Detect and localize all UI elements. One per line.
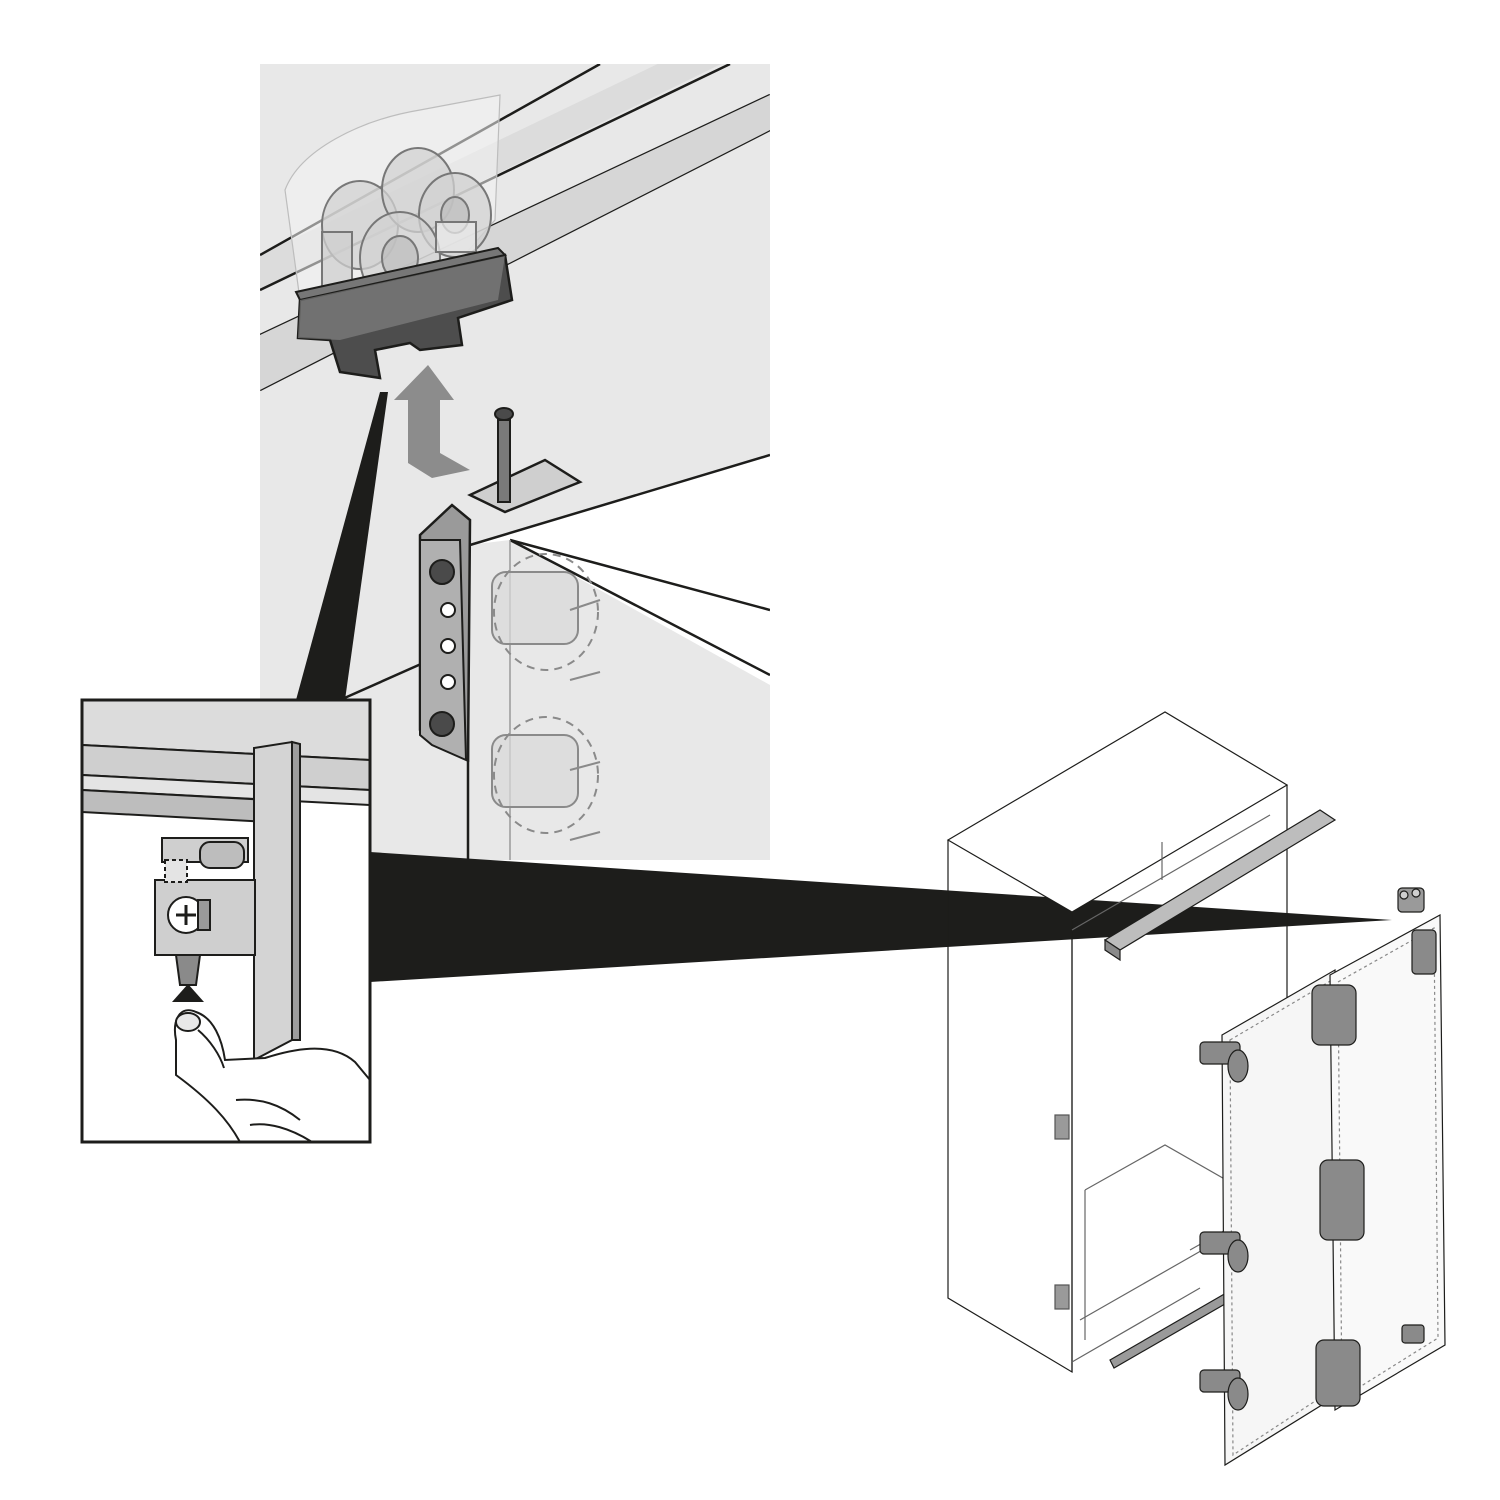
inset-pointer	[296, 392, 388, 700]
lift-arrow-icon	[394, 365, 470, 478]
glass-door-right	[1311, 913, 1446, 1412]
carriage-housing	[294, 246, 514, 380]
overview-top-rail	[1103, 809, 1337, 962]
inset-top-profile	[82, 700, 370, 824]
roller-carriage-icon	[1397, 887, 1425, 913]
inset-fitting	[154, 837, 256, 986]
wardrobe-overview	[946, 711, 1446, 1467]
zoom-callout	[370, 852, 1392, 982]
cabinet-hinge-fittings	[1054, 1114, 1070, 1310]
cabinet-edge	[339, 453, 770, 860]
push-up-arrow-icon	[172, 984, 204, 1002]
inset-view	[80, 698, 372, 1144]
inset-door-panel	[253, 740, 301, 1062]
door-fittings	[491, 553, 601, 841]
cabinet-carcass	[946, 711, 1289, 1374]
hand-illustration	[174, 1009, 370, 1142]
mounting-bracket	[418, 458, 583, 763]
adjustment-bolt	[494, 407, 514, 503]
